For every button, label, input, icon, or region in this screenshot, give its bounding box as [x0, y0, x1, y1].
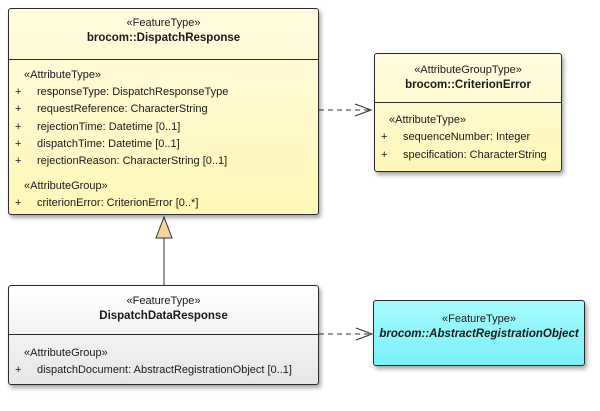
attribute-text: responseType: DispatchResponseType	[37, 86, 229, 98]
class-criterion-error[interactable]: «AttributeGroupType» brocom::CriterionEr…	[374, 53, 562, 172]
stereotype-label: «FeatureType»	[126, 17, 201, 29]
attribute-text: sequenceNumber: Integer	[403, 131, 531, 143]
class-divider	[375, 102, 561, 103]
attribute-text: requestReference: CharacterString	[37, 103, 208, 115]
class-header: «FeatureType» brocom::DispatchResponse	[9, 16, 318, 46]
attribute-text: criterionError: CriterionError [0..*]	[37, 197, 199, 209]
class-header: «FeatureType» DispatchDataResponse	[9, 294, 318, 324]
class-name: brocom::AbstractRegistrationObject	[379, 328, 579, 340]
visibility-marker: +	[15, 138, 22, 150]
visibility-marker: +	[15, 121, 22, 133]
class-header: «AttributeGroupType» brocom::CriterionEr…	[375, 63, 561, 93]
stereotype-label: «AttributeGroupType»	[414, 64, 522, 76]
visibility-marker: +	[15, 86, 22, 98]
attribute-text: rejectionReason: CharacterString [0..1]	[37, 155, 228, 167]
attribute-group-label: «AttributeGroup»	[24, 180, 108, 192]
visibility-marker: +	[381, 149, 388, 161]
visibility-marker: +	[15, 155, 22, 167]
stereotype-label: «FeatureType»	[126, 295, 201, 307]
class-divider	[9, 59, 318, 60]
attribute-text: dispatchTime: Datetime [0..1]	[37, 138, 180, 150]
attribute-group-label: «AttributeGroup»	[24, 347, 108, 359]
visibility-marker: +	[15, 364, 22, 376]
class-divider	[9, 334, 318, 335]
visibility-marker: +	[15, 197, 22, 209]
class-name: brocom::DispatchResponse	[86, 32, 241, 44]
attribute-type-label: «AttributeType»	[24, 69, 102, 81]
class-dispatch-data-response[interactable]: «FeatureType» DispatchDataResponse «Attr…	[8, 285, 319, 385]
dependency-arrow-abstract-registration-object	[319, 327, 374, 341]
visibility-marker: +	[15, 103, 22, 115]
stereotype-label: «FeatureType»	[442, 313, 516, 325]
attribute-text: specification: CharacterString	[403, 149, 547, 161]
class-dispatch-response[interactable]: «FeatureType» brocom::DispatchResponse «…	[8, 8, 319, 215]
attribute-type-label: «AttributeType»	[389, 114, 467, 126]
class-abstract-registration-object[interactable]: «FeatureType» brocom::AbstractRegistrati…	[373, 300, 585, 366]
class-header: «FeatureType» brocom::AbstractRegistrati…	[374, 312, 584, 342]
visibility-marker: +	[381, 131, 388, 143]
class-name: brocom::CriterionError	[405, 79, 531, 91]
class-name: DispatchDataResponse	[99, 310, 228, 322]
attribute-text: dispatchDocument: AbstractRegistrationOb…	[37, 364, 292, 376]
attribute-text: rejectionTime: Datetime [0..1]	[37, 121, 181, 133]
dependency-arrow-criterion-error	[319, 103, 373, 117]
generalization-arrow	[155, 215, 173, 285]
